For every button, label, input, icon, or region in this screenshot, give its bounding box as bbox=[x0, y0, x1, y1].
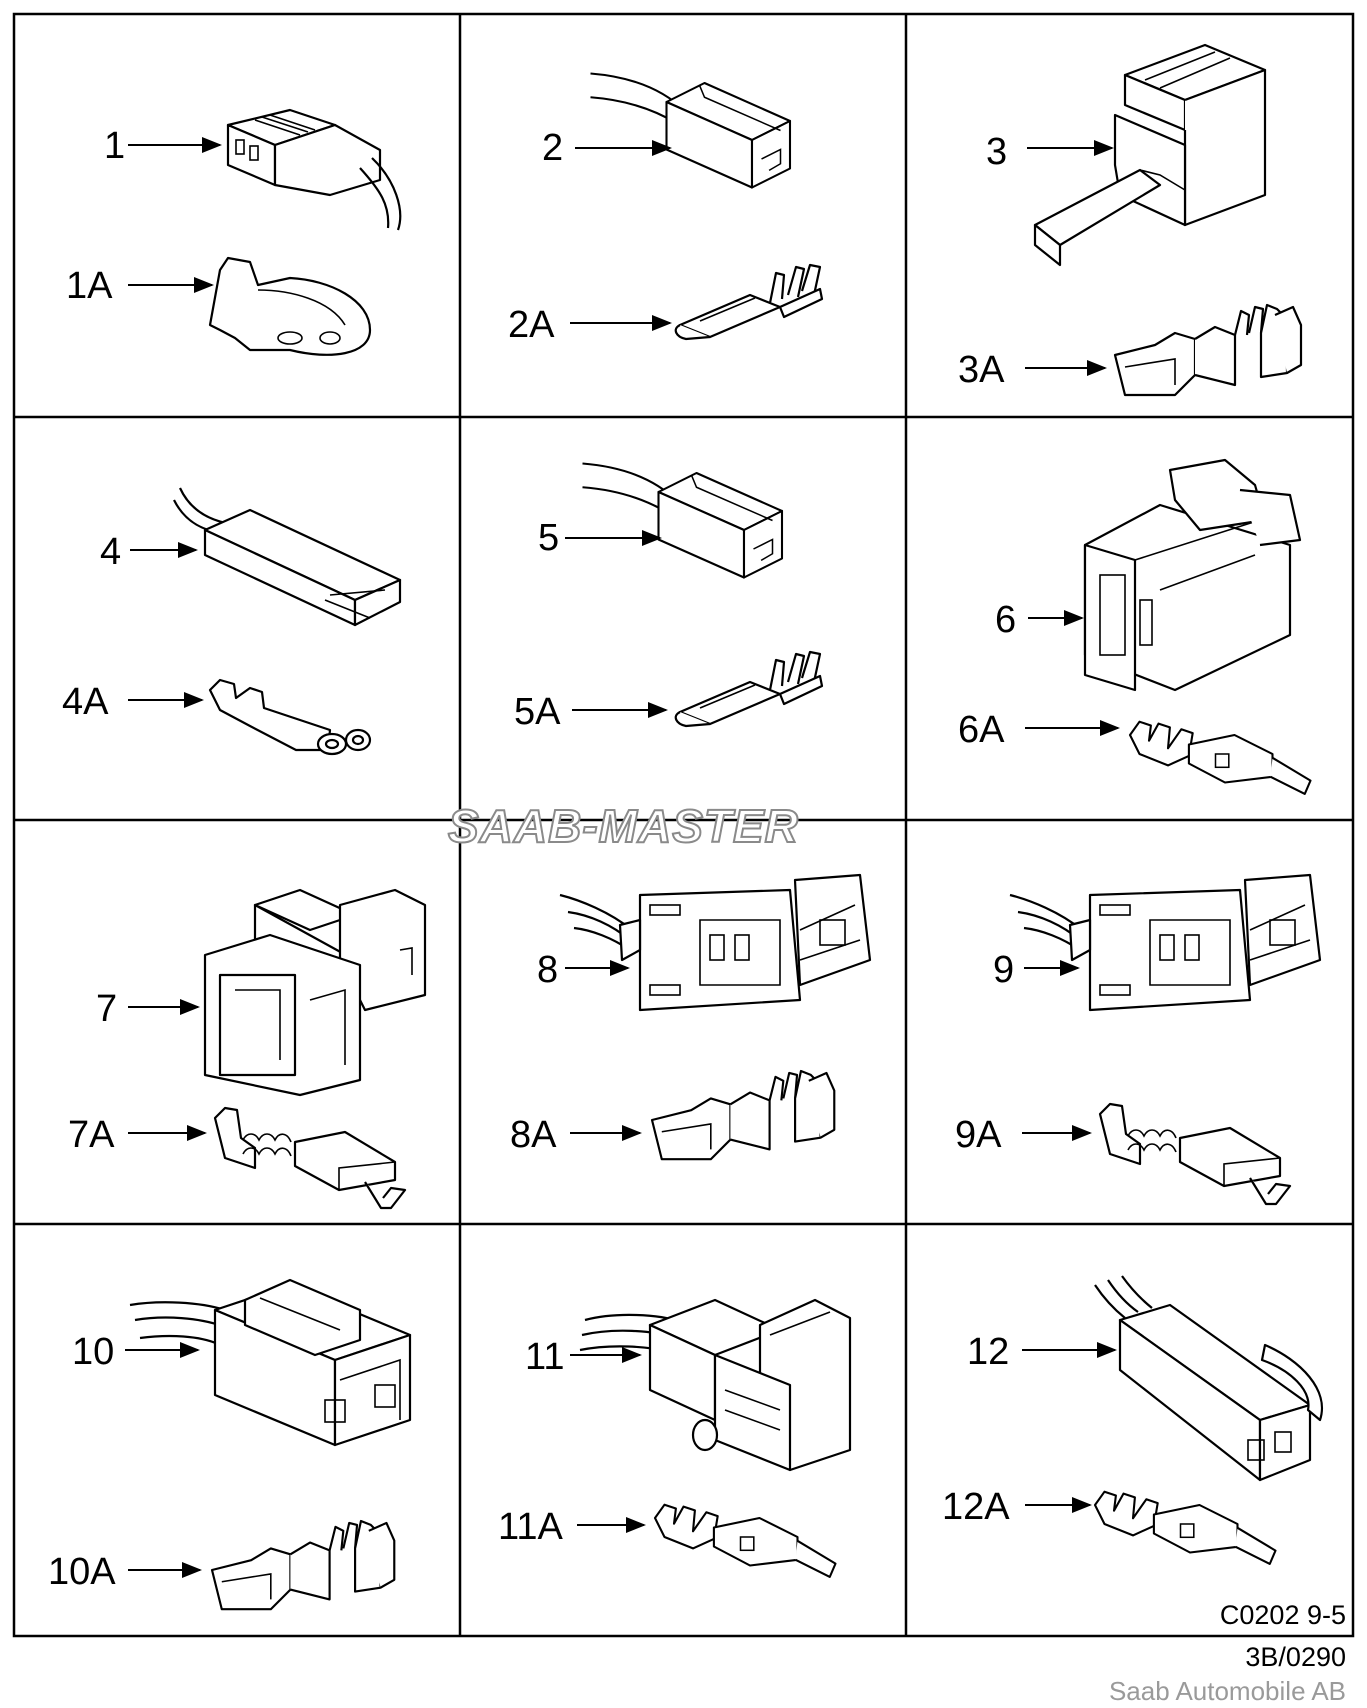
terminal-7a-drawing bbox=[213, 1106, 407, 1210]
connector-label: 6 bbox=[995, 599, 1016, 641]
terminal-label: 3A bbox=[958, 349, 1005, 391]
connector-label: 11 bbox=[525, 1336, 564, 1378]
terminal-1a-drawing bbox=[208, 256, 372, 356]
terminal-10a-drawing bbox=[210, 1519, 396, 1611]
connector-8-drawing bbox=[559, 873, 872, 1012]
terminal-11a-drawing bbox=[653, 1503, 837, 1578]
terminal-9a-drawing bbox=[1098, 1102, 1292, 1206]
cell-9: 9 9A bbox=[955, 873, 1322, 1206]
connector-label: 10 bbox=[72, 1331, 114, 1373]
connector-1-drawing bbox=[226, 108, 402, 231]
terminal-8a-drawing bbox=[650, 1069, 836, 1161]
cell-3: 3 3A bbox=[958, 43, 1303, 397]
terminal-label: 2A bbox=[508, 304, 555, 346]
terminal-label: 11A bbox=[498, 1506, 563, 1548]
connector-9-drawing bbox=[1009, 873, 1322, 1012]
terminal-label: 12A bbox=[942, 1486, 1010, 1528]
cell-6: 6 6A bbox=[958, 458, 1312, 795]
cell-2: 2 2A bbox=[508, 72, 824, 346]
terminal-5a-drawing bbox=[674, 650, 824, 728]
terminal-4a-drawing bbox=[208, 678, 372, 756]
terminal-label: 9A bbox=[955, 1114, 1002, 1156]
terminal-label: 6A bbox=[958, 709, 1005, 751]
terminal-12a-drawing bbox=[1093, 1490, 1277, 1565]
cell-10: 10 10A bbox=[48, 1278, 412, 1611]
connector-label: 9 bbox=[993, 949, 1014, 991]
terminal-label: 1A bbox=[66, 265, 113, 307]
terminal-label: 5A bbox=[514, 691, 561, 733]
cell-11: 11 11A bbox=[498, 1298, 852, 1578]
terminal-label: 10A bbox=[48, 1551, 116, 1593]
terminal-label: 4A bbox=[62, 681, 109, 723]
connector-label: 7 bbox=[96, 988, 117, 1030]
terminal-2a-drawing bbox=[674, 263, 824, 341]
connector-label: 12 bbox=[967, 1331, 1009, 1373]
cell-7: 7 7A bbox=[68, 888, 427, 1210]
connector-label: 3 bbox=[986, 131, 1007, 173]
cell-5: 5 5A bbox=[514, 462, 824, 733]
connector-4-drawing bbox=[173, 487, 402, 627]
connector-6-drawing bbox=[1083, 458, 1302, 692]
page-reference: 3B/0290 bbox=[1245, 1642, 1346, 1672]
connector-7-drawing bbox=[203, 888, 427, 1097]
connector-label: 8 bbox=[537, 949, 558, 991]
connector-label: 1 bbox=[104, 125, 125, 167]
figure-code: C0202 9-5 bbox=[1220, 1600, 1346, 1630]
connector-label: 5 bbox=[538, 517, 559, 559]
connector-5-drawing bbox=[581, 462, 784, 579]
terminal-3a-drawing bbox=[1113, 303, 1303, 397]
cell-1: 1 1A bbox=[66, 108, 402, 356]
cell-4: 4 4A bbox=[62, 487, 402, 756]
connector-11-drawing bbox=[579, 1298, 852, 1472]
cell-8: 8 8A bbox=[510, 873, 872, 1161]
publisher-credit: Saab Automobile AB bbox=[1109, 1676, 1346, 1706]
watermark: SAAB-MASTER bbox=[448, 800, 799, 852]
connector-3-drawing bbox=[1033, 43, 1267, 267]
connector-label: 2 bbox=[542, 127, 563, 169]
connector-2-drawing bbox=[589, 72, 792, 189]
terminal-label: 8A bbox=[510, 1114, 557, 1156]
connector-label: 4 bbox=[100, 531, 121, 573]
cell-12: 12 12A bbox=[942, 1275, 1323, 1565]
connector-10-drawing bbox=[129, 1278, 412, 1447]
diagram-frame bbox=[12, 12, 1355, 1638]
connector-12-drawing bbox=[1094, 1275, 1323, 1482]
terminal-6a-drawing bbox=[1128, 720, 1312, 795]
terminal-label: 7A bbox=[68, 1114, 115, 1156]
